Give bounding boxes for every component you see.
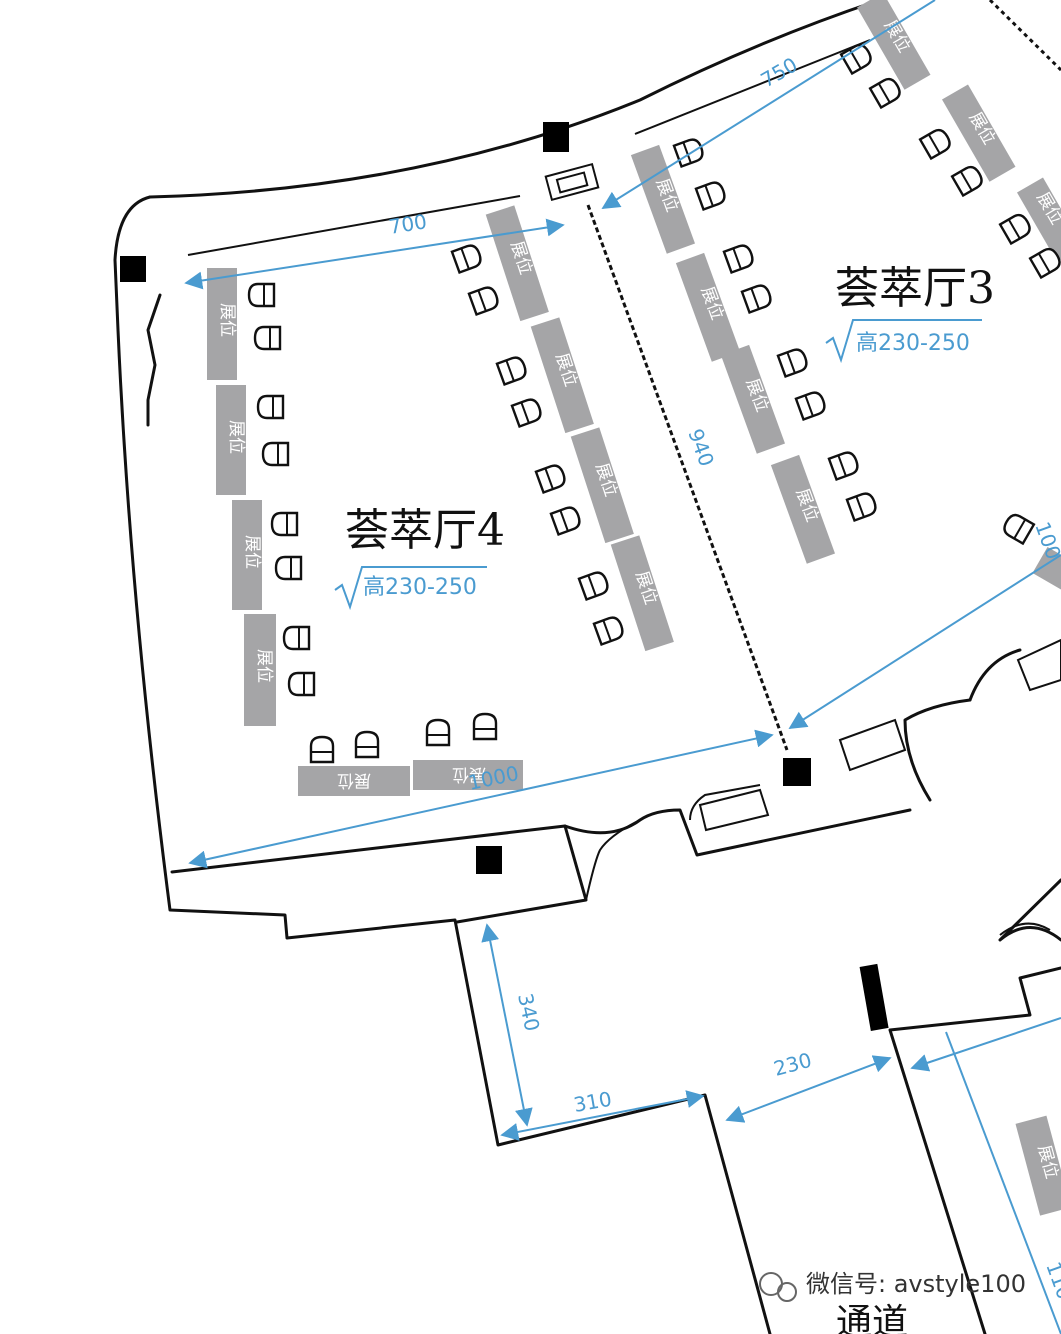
height-radical-hall-3 — [825, 319, 982, 364]
corridor-label: 通道 — [836, 1302, 908, 1334]
hall-4-height: 高230-250 — [363, 575, 477, 600]
column — [859, 963, 889, 1032]
hall-3-name: 荟萃厅3 — [835, 263, 995, 314]
dimension-lines — [184, 0, 1061, 1334]
dim-940: 940 — [683, 426, 719, 470]
booth-label: 展位 — [242, 535, 262, 569]
dim-100: 100 — [1030, 519, 1061, 563]
dim-750: 750 — [757, 52, 802, 92]
wechat-icon — [759, 1272, 797, 1302]
height-radical-hall-4 — [334, 566, 487, 611]
dim-110: 110 — [1041, 1259, 1061, 1303]
booth-label: 展位 — [217, 303, 237, 337]
dim-310: 310 — [572, 1087, 614, 1117]
booth-label: 展位 — [254, 649, 274, 683]
hall-3-height: 高230-250 — [856, 331, 970, 356]
booths-hall-4: 展位 展位 展位 展位 展位 展位 展位 展位 展位 展位 — [207, 205, 674, 796]
booths-hall-3: 展位 展位 展位 展位 展位 展位 展位 展位 — [630, 0, 1061, 1216]
watermark: 微信号: avstyle100 — [806, 1270, 1026, 1298]
hall-4-name: 荟萃厅4 — [345, 505, 505, 556]
column — [783, 758, 811, 786]
column — [476, 846, 502, 874]
column — [543, 122, 569, 152]
dim-340: 340 — [513, 991, 544, 1033]
booth-label: 展位 — [337, 770, 371, 790]
dim-230: 230 — [771, 1048, 814, 1081]
dim-700: 700 — [387, 209, 428, 239]
column — [120, 256, 146, 282]
booth-label: 展位 — [226, 420, 246, 454]
